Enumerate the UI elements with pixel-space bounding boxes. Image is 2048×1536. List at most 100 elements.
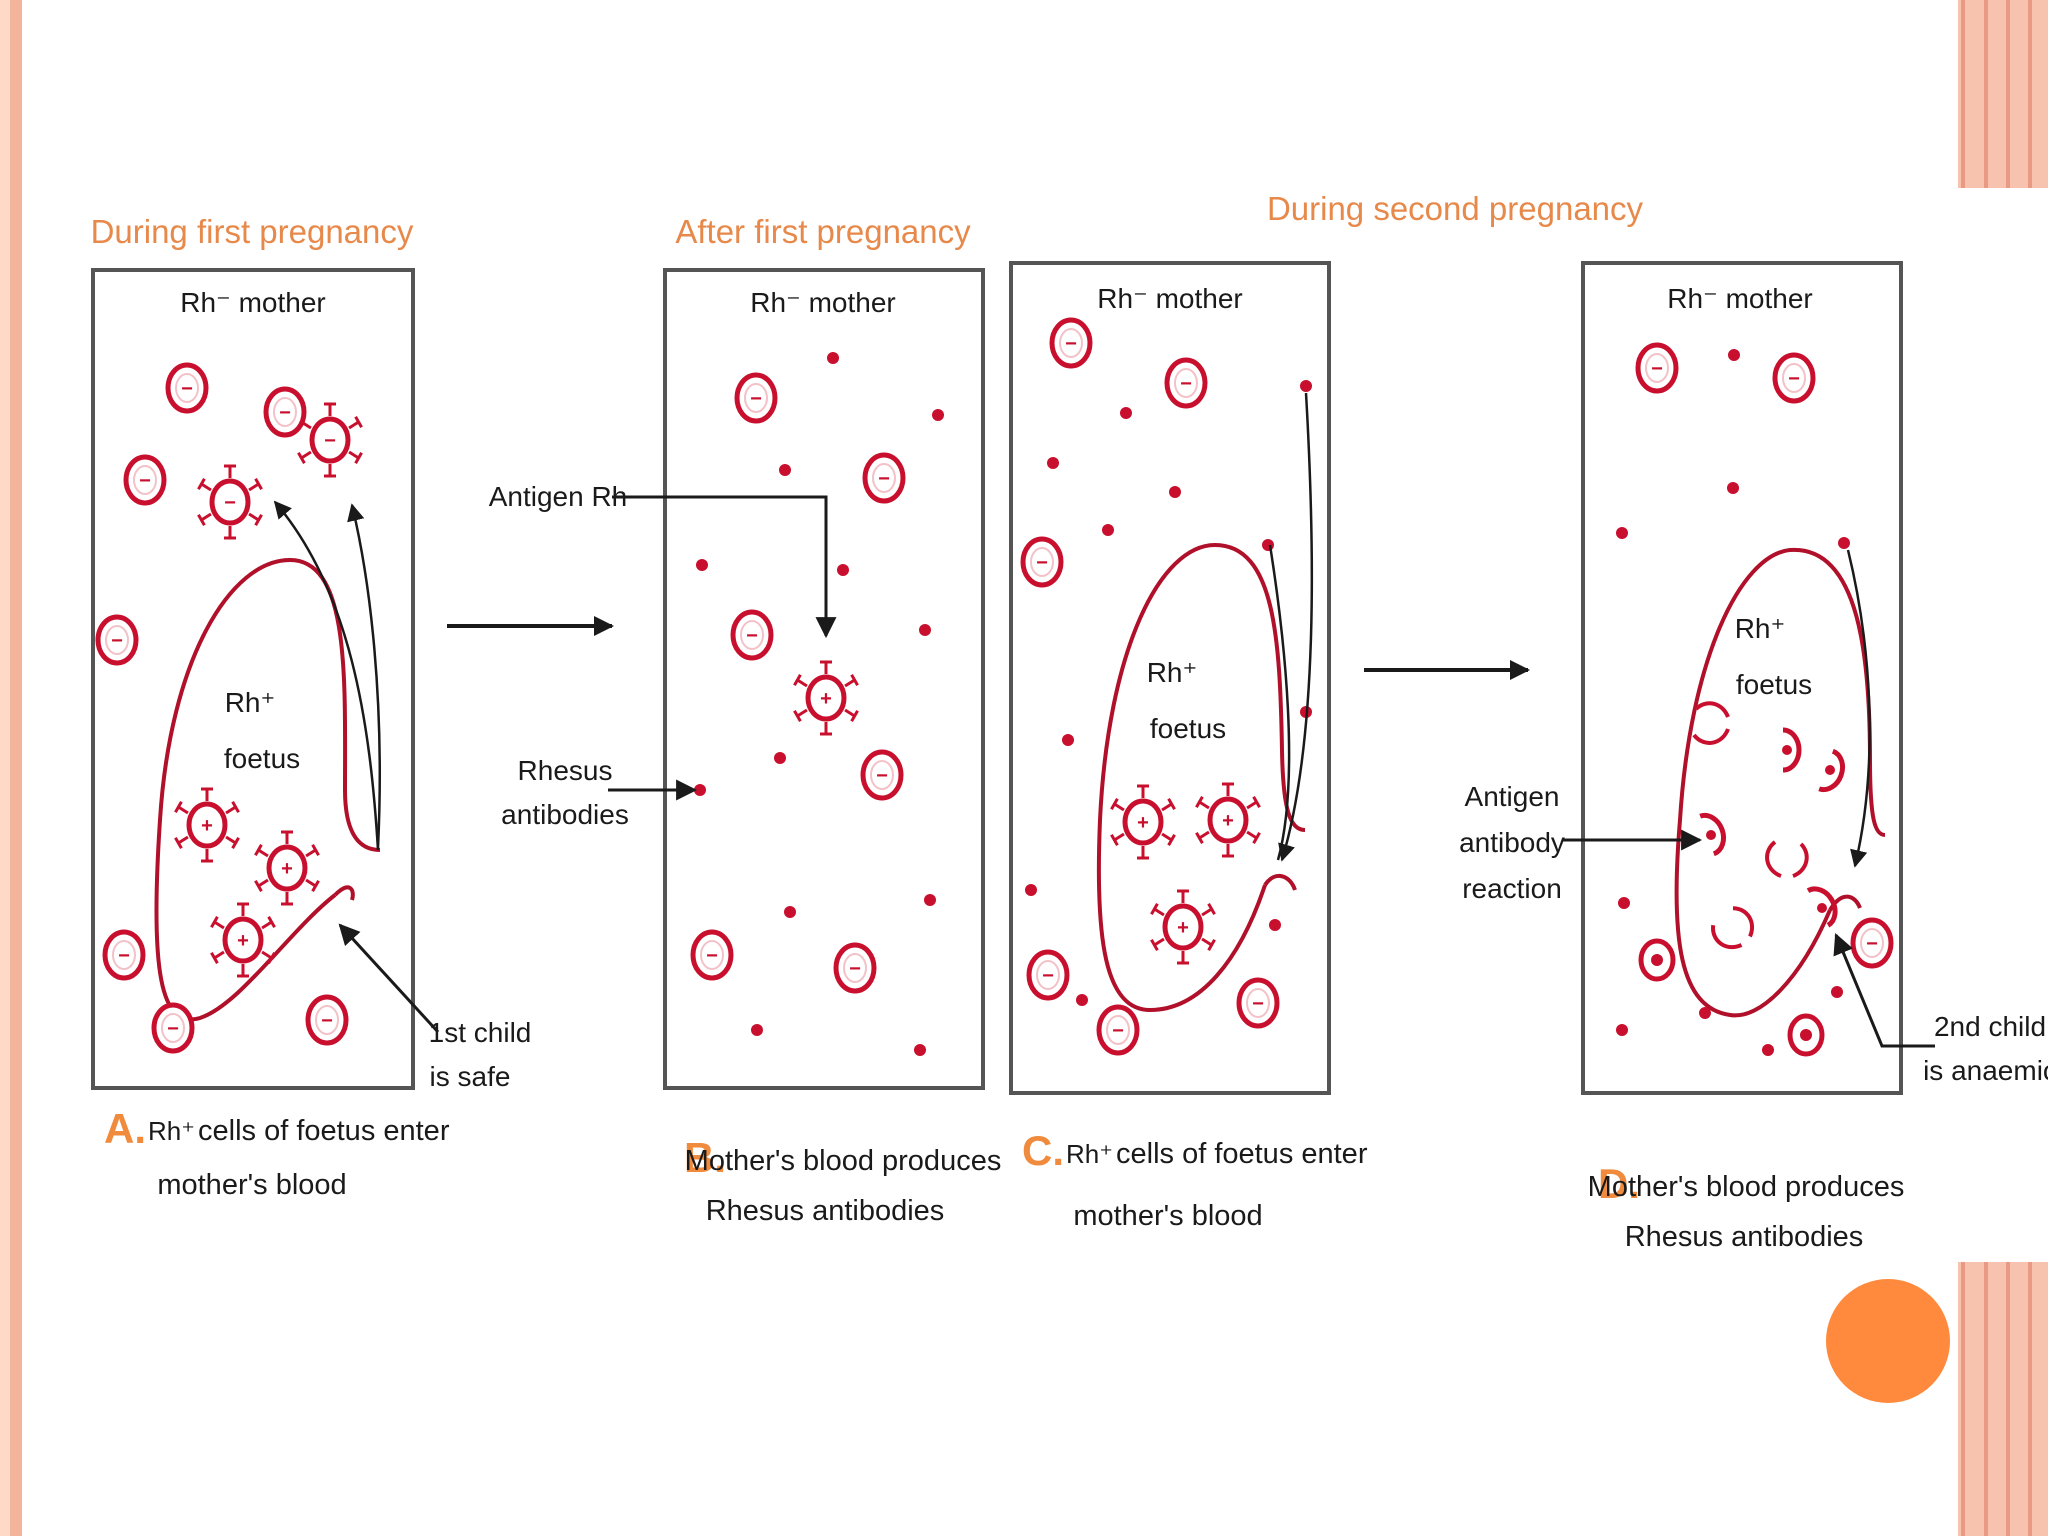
caption-c-line2: mother's blood: [1073, 1200, 1262, 1232]
antibody-dot: [1838, 537, 1850, 549]
rh-negative-cell: −: [860, 749, 904, 801]
callout-reaction-3: reaction: [1462, 873, 1562, 904]
caption-a-line1: cells of foetus enter: [198, 1115, 450, 1147]
rh-negative-cell: −: [833, 942, 877, 994]
rh-negative-cell: −: [862, 452, 906, 504]
rh-negative-cell: −: [690, 929, 734, 981]
rh-negative-cell: −: [1020, 536, 1064, 588]
cell-sign: +: [1177, 917, 1189, 939]
rh-negative-cell: −: [1850, 917, 1894, 969]
damaged-cell: [1818, 748, 1846, 793]
antibody-dot: [751, 1024, 763, 1036]
panel-a-arrow-1: [273, 500, 380, 851]
cell-sign: +: [1137, 812, 1149, 834]
cell-sign: −: [324, 430, 336, 452]
cell-sign: +: [281, 858, 293, 880]
cell-sign: −: [224, 492, 236, 514]
antibody-dot: [914, 1044, 926, 1056]
callout-antigen-rh: Antigen Rh: [489, 481, 628, 512]
antibody-dot: [1025, 884, 1037, 896]
haemolysed-cell: [1692, 701, 1730, 745]
cell-sign: −: [111, 630, 123, 652]
rh-negative-cell: −: [734, 372, 778, 424]
callout-reaction-2: antibody: [1459, 827, 1565, 858]
antibody-coated-cell: −: [197, 464, 263, 540]
rh-positive-cell: +: [1150, 889, 1216, 965]
antibody-dot: [774, 752, 786, 764]
panel-a-foetus-rh: Rh⁺: [225, 687, 276, 718]
cell-sign: −: [167, 1018, 179, 1040]
callout-rhesus-2: antibodies: [501, 799, 629, 830]
cell-sign: −: [139, 470, 151, 492]
cell-sign: +: [237, 930, 249, 952]
antibody-dot: [1076, 994, 1088, 1006]
caption-b-letter: B.: [684, 1134, 726, 1181]
panel-d-cells: − − −: [1616, 342, 1894, 1057]
panel-c-foetus-sac: [1096, 542, 1306, 1013]
callout-second-child-pointer: [1833, 933, 1935, 1048]
rh-negative-cell: −: [730, 609, 774, 661]
callout-rhesus-1: Rhesus: [518, 755, 613, 786]
panel-c: Rh⁻ mother Rh⁺ foetus −−−−−−+++ C. Rh⁺ c…: [1009, 261, 1368, 1232]
rh-positive-cell: +: [254, 830, 320, 906]
cell-sign: −: [1866, 933, 1878, 955]
rh-negative-cell: −: [1772, 352, 1816, 404]
antibody-dot: [1699, 1007, 1711, 1019]
cell-sign: −: [181, 378, 193, 400]
haemolysed-cell: [1765, 840, 1809, 878]
caption-a-line2: mother's blood: [157, 1169, 346, 1201]
antibody-coated-cell: −: [297, 402, 363, 478]
panel-a-umbilical: [333, 885, 355, 901]
panel-a-foetus-word: foetus: [224, 743, 300, 774]
panel-b-mother-label: Rh⁻ mother: [750, 287, 896, 318]
haemolysed-cell: [1711, 906, 1754, 950]
cell-sign: −: [1112, 1020, 1124, 1042]
caption-d-letter: D.: [1598, 1160, 1640, 1207]
caption-b-line2: Rhesus antibodies: [706, 1195, 945, 1227]
rh-negative-cell: −: [123, 454, 167, 506]
cell-sign: −: [876, 765, 888, 787]
antibody-dot: [1618, 897, 1630, 909]
heading-second-pregnancy: During second pregnancy: [1267, 190, 1644, 227]
antibody-dot: [784, 906, 796, 918]
callout-first-child-pointer: [338, 923, 440, 1034]
panel-a-cells: −−−−−−−−−+++: [95, 362, 363, 1054]
cell-sign: −: [1180, 373, 1192, 395]
cell-sign: −: [279, 402, 291, 424]
antibody-dot: [837, 564, 849, 576]
panel-c-arrow-1: [1278, 392, 1314, 862]
cell-sign: −: [1042, 965, 1054, 987]
antibody-dot: [696, 559, 708, 571]
panel-d-arrow: [1846, 549, 1871, 868]
antibody-dot: [1762, 1044, 1774, 1056]
antibody-dot: [919, 624, 931, 636]
antibody-dot: [924, 894, 936, 906]
antibody-ring: [1787, 1013, 1825, 1057]
rh-negative-cell: −: [305, 994, 349, 1046]
right-bottom-stripes: [1958, 1262, 2048, 1536]
rh-positive-cell: +: [210, 902, 276, 978]
panel-a-arrow-2: [347, 503, 381, 849]
panel-a: Rh⁻ mother Rh⁺ foetus −−−−−−−−−+++ 1st c…: [91, 268, 531, 1201]
cell-sign: −: [750, 388, 762, 410]
antibody-dot: [1728, 349, 1740, 361]
heading-first-pregnancy: During first pregnancy: [91, 213, 414, 250]
antibody-dot: [1169, 486, 1181, 498]
panel-c-arrow-2: [1268, 544, 1291, 861]
damaged-cell: [1806, 886, 1838, 928]
panel-a-foetus-sac: [154, 557, 381, 1022]
accent-circle: [1826, 1279, 1950, 1403]
panel-c-foetus-rh: Rh⁺: [1147, 657, 1198, 688]
rh-negative-cell: −: [102, 929, 146, 981]
antibody-dot: [694, 784, 706, 796]
heading-after-first-pregnancy: After first pregnancy: [675, 213, 971, 250]
cell-sign: −: [1036, 552, 1048, 574]
cell-sign: +: [1222, 810, 1234, 832]
antibody-dot: [779, 464, 791, 476]
panel-d-foetus-word: foetus: [1736, 669, 1812, 700]
panel-d-foetus-rh: Rh⁺: [1735, 613, 1786, 644]
panel-a-mother-label: Rh⁻ mother: [180, 287, 326, 318]
cell-sign: −: [1651, 358, 1663, 380]
rh-negative-cell: −: [1096, 1004, 1140, 1056]
